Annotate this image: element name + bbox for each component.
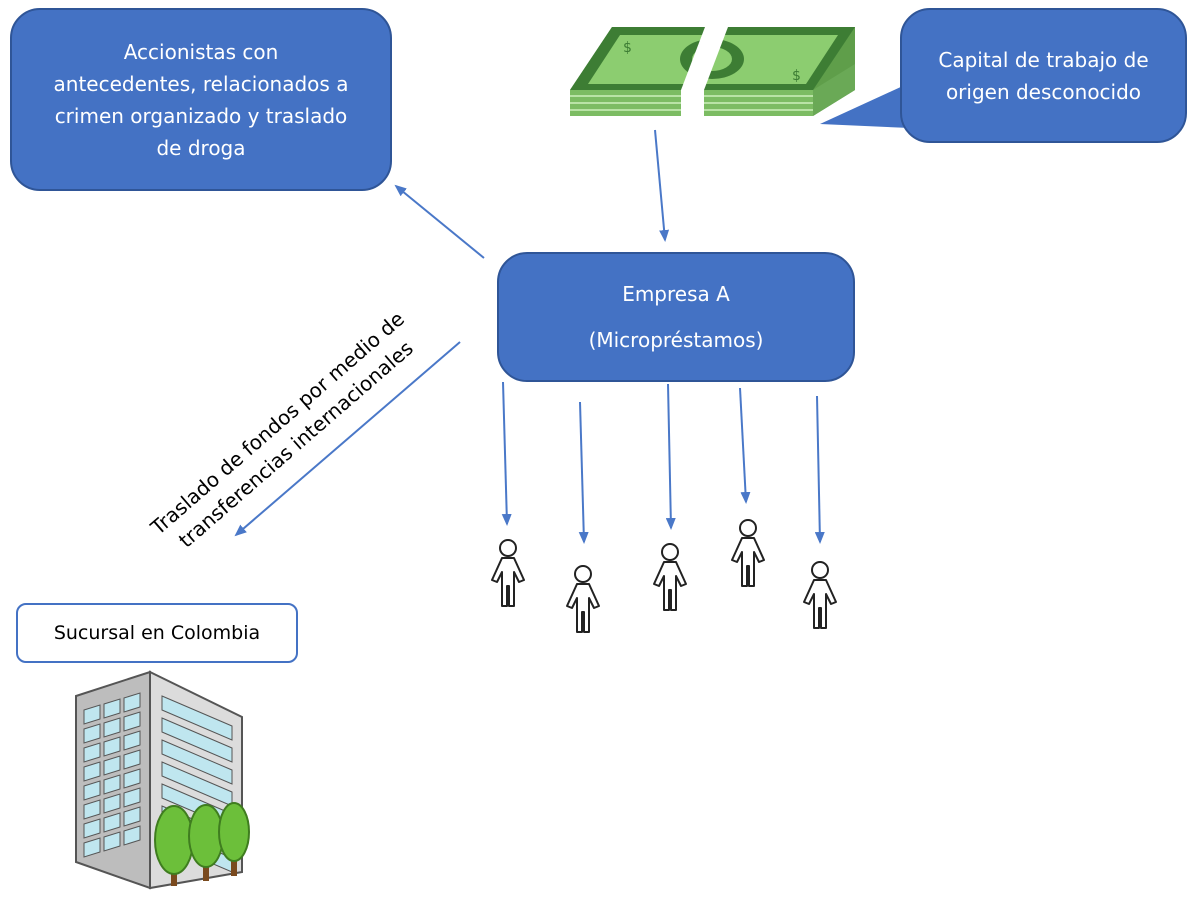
window bbox=[83, 704, 101, 725]
person-icon bbox=[731, 519, 765, 587]
person-icon bbox=[803, 561, 837, 629]
shareholders-line: Accionistas con bbox=[123, 39, 279, 64]
window bbox=[103, 831, 121, 852]
empresa-title: Empresa A bbox=[622, 282, 730, 306]
window bbox=[103, 717, 121, 738]
window bbox=[83, 761, 101, 782]
window bbox=[83, 742, 101, 763]
window bbox=[83, 837, 101, 858]
shareholders-line: de droga bbox=[156, 135, 246, 160]
empresa-node: Empresa A (Micropréstamos) bbox=[497, 252, 855, 382]
window bbox=[123, 806, 141, 827]
window bbox=[123, 787, 141, 808]
arrow-capital-to-empresa bbox=[654, 129, 670, 242]
capital-line: origen desconocido bbox=[945, 79, 1142, 104]
callout-tail bbox=[820, 85, 910, 128]
capital-callout: Capital de trabajo de origen desconocido bbox=[900, 8, 1187, 143]
shareholders-node: Accionistas con antecedentes, relacionad… bbox=[10, 8, 392, 191]
window bbox=[123, 711, 141, 732]
window bbox=[83, 780, 101, 801]
arrow-to-person-4 bbox=[739, 387, 751, 504]
person-icon bbox=[653, 543, 687, 611]
shareholders-line: crimen organizado y traslado bbox=[54, 103, 348, 128]
empresa-subtitle: (Micropréstamos) bbox=[588, 328, 764, 352]
window bbox=[123, 692, 141, 713]
window bbox=[83, 818, 101, 839]
window bbox=[161, 739, 233, 785]
shareholders-line: antecedentes, relacionados a bbox=[53, 71, 349, 96]
tree-icon bbox=[154, 802, 250, 886]
window bbox=[123, 825, 141, 846]
window bbox=[103, 736, 121, 757]
sucursal-node: Sucursal en Colombia bbox=[16, 603, 298, 663]
capital-line: Capital de trabajo de bbox=[938, 47, 1149, 72]
arrow-empresa-to-sucursal bbox=[234, 341, 461, 537]
window bbox=[103, 793, 121, 814]
arrow-empresa-to-shareholders bbox=[394, 184, 485, 259]
banknote-stack-icon: $ $ bbox=[570, 27, 855, 116]
window bbox=[123, 749, 141, 770]
window bbox=[103, 698, 121, 719]
arrow-to-person-3 bbox=[665, 383, 676, 530]
window bbox=[103, 774, 121, 795]
window bbox=[161, 717, 233, 763]
person-icon bbox=[491, 539, 525, 607]
window bbox=[83, 723, 101, 744]
person-icon bbox=[566, 565, 600, 633]
window bbox=[103, 812, 121, 833]
window bbox=[161, 695, 233, 741]
arrow-to-person-5 bbox=[814, 395, 825, 544]
arrow-to-person-1 bbox=[501, 381, 512, 526]
sucursal-label: Sucursal en Colombia bbox=[53, 622, 261, 644]
svg-text:$: $ bbox=[623, 40, 632, 56]
window bbox=[83, 799, 101, 820]
arrow-to-person-2 bbox=[578, 401, 589, 544]
window bbox=[103, 755, 121, 776]
window bbox=[123, 768, 141, 789]
window bbox=[123, 730, 141, 751]
svg-text:$: $ bbox=[792, 68, 801, 84]
